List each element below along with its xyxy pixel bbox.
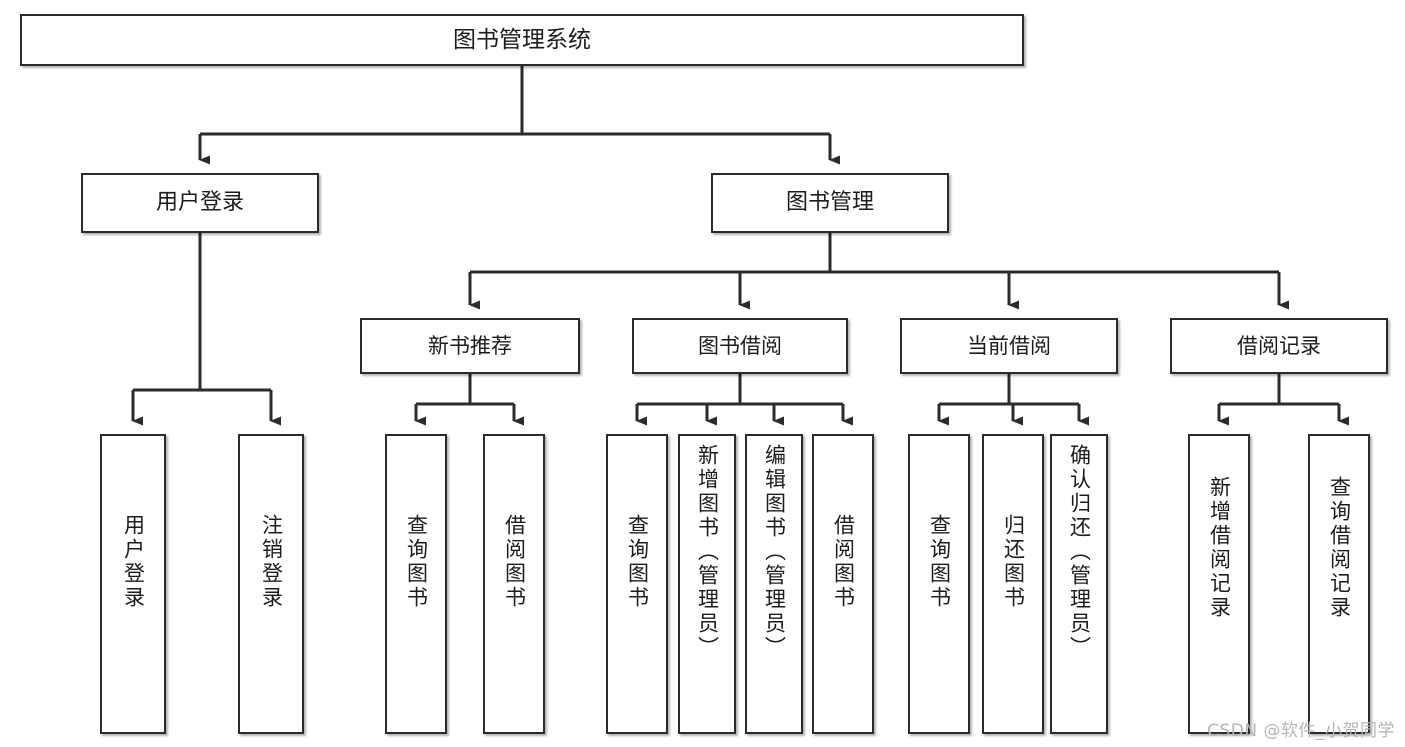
leaf-user-login[interactable]: 用户登录	[100, 434, 166, 734]
watermark-text: CSDN @软件_小贺同学	[1207, 721, 1395, 741]
node-label: 查询借阅记录	[1327, 476, 1352, 620]
node-label: 用户登录	[155, 190, 244, 216]
node-label: 借阅记录	[1237, 333, 1321, 358]
leaf-confirm-return-admin[interactable]: 确认归还（管理员）	[1050, 434, 1108, 734]
node-borrowing-records[interactable]: 借阅记录	[1170, 318, 1388, 374]
leaf-query-book-newbook[interactable]: 查询图书	[385, 434, 447, 734]
node-label: 当前借阅	[967, 333, 1051, 358]
node-book-management-system[interactable]: 图书管理系统	[20, 14, 1024, 66]
node-label: 用户登录	[121, 514, 146, 610]
node-label: 新书推荐	[428, 333, 512, 358]
node-book-borrowing[interactable]: 图书借阅	[632, 318, 848, 374]
node-label: 新增图书（管理员）	[695, 444, 720, 660]
leaf-borrow-book-newbook[interactable]: 借阅图书	[483, 434, 545, 734]
leaf-logout[interactable]: 注销登录	[238, 434, 304, 734]
node-label: 图书借阅	[698, 333, 782, 358]
leaf-query-book-borrowing[interactable]: 查询图书	[606, 434, 668, 734]
node-label: 确认归还（管理员）	[1067, 444, 1092, 660]
node-book-management[interactable]: 图书管理	[711, 173, 949, 233]
leaf-query-book-current[interactable]: 查询图书	[908, 434, 970, 734]
leaf-borrow-book-borrowing[interactable]: 借阅图书	[812, 434, 874, 734]
node-label: 新增借阅记录	[1207, 476, 1232, 620]
leaf-return-book[interactable]: 归还图书	[982, 434, 1044, 734]
leaf-edit-book-admin[interactable]: 编辑图书（管理员）	[745, 434, 803, 734]
node-user-login[interactable]: 用户登录	[81, 173, 319, 233]
leaf-add-book-admin[interactable]: 新增图书（管理员）	[678, 434, 736, 734]
node-label: 图书管理	[785, 190, 874, 216]
leaf-query-borrowing-record[interactable]: 查询借阅记录	[1308, 434, 1370, 734]
node-label: 借阅图书	[502, 514, 527, 610]
node-label: 图书管理系统	[453, 26, 591, 53]
node-label: 查询图书	[625, 514, 650, 610]
leaf-add-borrowing-record[interactable]: 新增借阅记录	[1188, 434, 1250, 734]
node-current-borrowing[interactable]: 当前借阅	[900, 318, 1118, 374]
node-label: 编辑图书（管理员）	[762, 444, 787, 660]
node-label: 归还图书	[1001, 514, 1026, 610]
node-label: 查询图书	[404, 514, 429, 610]
node-new-book-recommendation[interactable]: 新书推荐	[360, 318, 580, 374]
node-label: 查询图书	[927, 514, 952, 610]
node-label: 借阅图书	[831, 514, 856, 610]
node-label: 注销登录	[259, 514, 284, 610]
